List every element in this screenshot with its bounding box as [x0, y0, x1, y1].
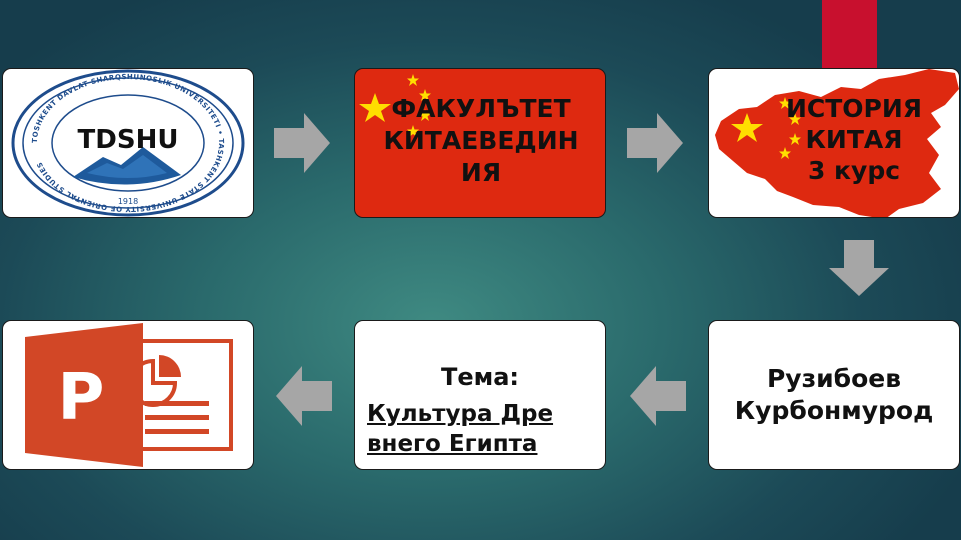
arrow-right-icon	[627, 113, 683, 173]
arrow-left-icon	[276, 366, 332, 426]
topic-line-2: внего Египта	[367, 431, 538, 457]
course-line-3: 3 курс	[807, 156, 901, 185]
powerpoint-letter: P	[58, 361, 105, 435]
university-label: TDSHU	[77, 125, 179, 155]
author-box[interactable]: Рузибоев Курбонмурод	[708, 320, 960, 470]
university-box[interactable]: TOSHKENT DAVLAT SHARQSHUNOSLIK UNIVERSIT…	[2, 68, 254, 218]
course-label: ИСТОРИЯ КИТАЯ 3 курс	[749, 93, 959, 186]
faculty-label: ФАКУЛЪТЕТ КИТАЕВЕДИН ИЯ	[365, 93, 597, 189]
course-line-1: ИСТОРИЯ	[785, 94, 923, 123]
arrow-right-icon	[274, 113, 330, 173]
faculty-box[interactable]: ФАКУЛЪТЕТ КИТАЕВЕДИН ИЯ	[354, 68, 606, 218]
arrow-left-icon	[630, 366, 686, 426]
topic-box[interactable]: Тема: Культура Дре внего Египта	[354, 320, 606, 470]
author-label: Рузибоев Курбонмурод	[709, 363, 959, 427]
powerpoint-box[interactable]: P	[2, 320, 254, 470]
author-line-2: Курбонмурод	[734, 396, 934, 425]
topic-text: Культура Дре внего Египта	[367, 399, 595, 459]
course-line-2: КИТАЯ	[805, 125, 903, 154]
accent-bar	[822, 0, 877, 68]
china-flag-stars-icon	[359, 74, 431, 137]
seal-year: 1918	[118, 197, 138, 206]
course-box[interactable]: ИСТОРИЯ КИТАЯ 3 курс	[708, 68, 960, 218]
topic-line-1: Культура Дре	[367, 401, 554, 427]
faculty-line-2: КИТАЕВЕДИН	[383, 126, 579, 155]
topic-title: Тема:	[440, 363, 520, 391]
university-seal-icon: TOSHKENT DAVLAT SHARQSHUNOSLIK UNIVERSIT…	[11, 69, 245, 217]
powerpoint-icon: P	[25, 323, 233, 467]
author-line-1: Рузибоев	[766, 364, 902, 393]
china-map-icon	[715, 69, 959, 217]
faculty-line-1: ФАКУЛЪТЕТ	[391, 94, 571, 123]
arrow-down-icon	[829, 240, 889, 296]
faculty-line-3: ИЯ	[460, 158, 502, 187]
